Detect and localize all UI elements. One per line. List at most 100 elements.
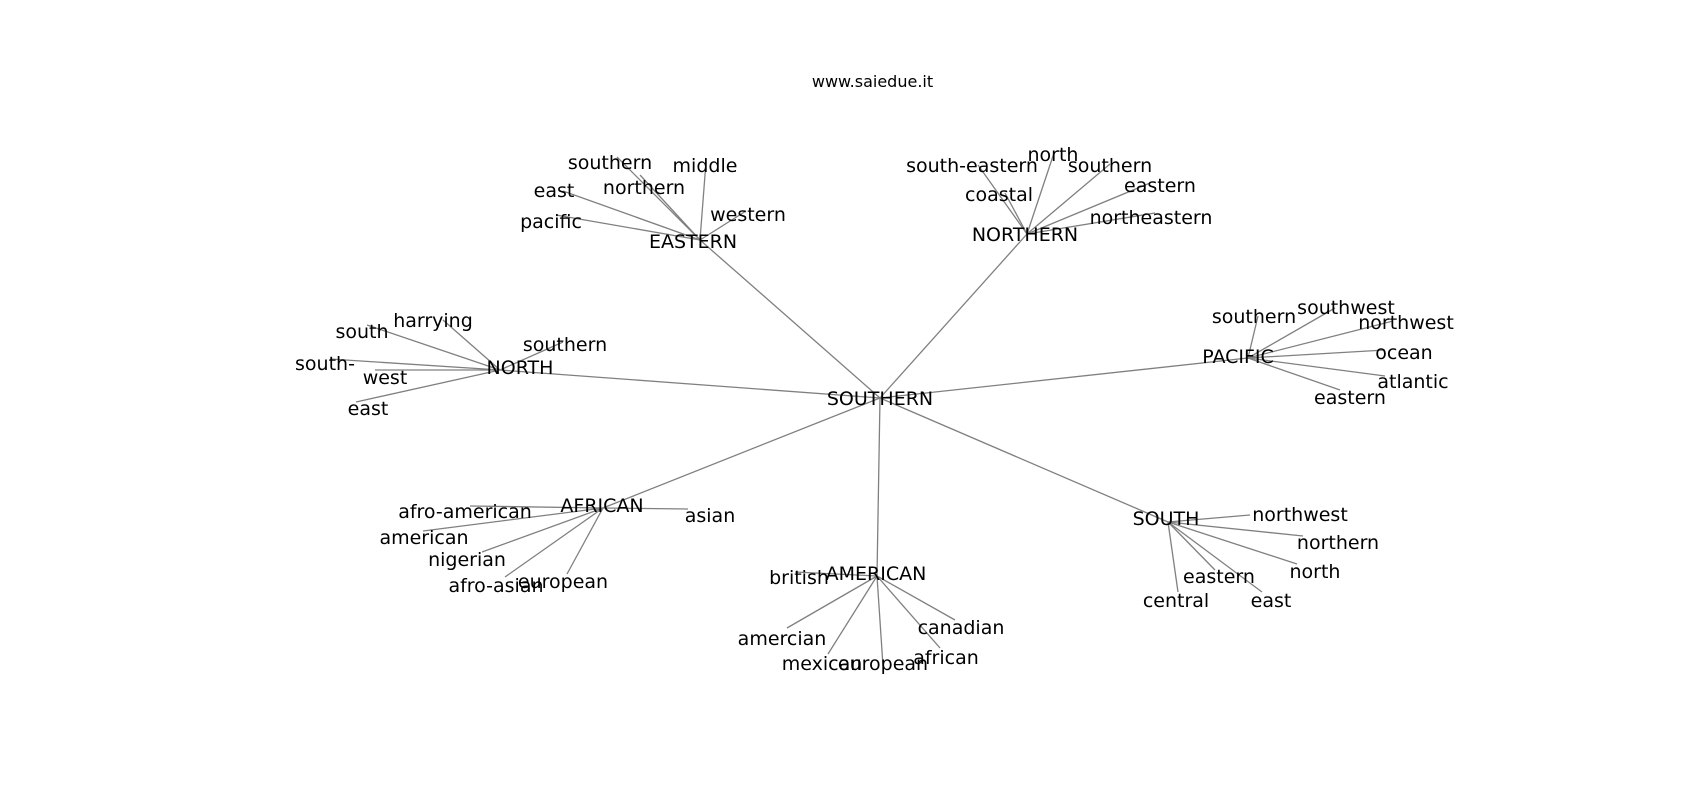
edge-pacific-eastern (1247, 357, 1341, 391)
leaf-node-south-north: north (1290, 561, 1341, 583)
edge-northern-north (1026, 152, 1055, 235)
leaf-node-african-afroamerican: afro-american (398, 501, 532, 523)
leaf-node-south-northern: northern (1297, 532, 1379, 554)
hub-node-south: SOUTH (1133, 508, 1200, 530)
leaf-node-pacific-ocean: ocean (1375, 342, 1432, 364)
leaf-node-african-european: european (518, 571, 608, 593)
edge-eastern-middle (699, 161, 707, 241)
leaf-node-african-afroasian: afro-asian (448, 575, 543, 597)
leaf-node-north-west: west (363, 367, 408, 389)
leaf-node-north-east: east (348, 398, 389, 420)
leaf-node-eastern-middle: middle (673, 155, 738, 177)
edge-eastern-northern (639, 174, 701, 241)
leaf-node-american-canadian: canadian (918, 617, 1005, 639)
edge-american-african (876, 575, 941, 649)
edge-northern-coastal (1004, 192, 1028, 235)
edge-root-north (499, 369, 881, 399)
edge-american-canadian (876, 575, 956, 621)
leaf-node-american-british: british (769, 567, 829, 589)
leaf-node-african-nigerian: nigerian (428, 549, 506, 571)
leaf-node-south-eastern: eastern (1183, 566, 1255, 588)
hub-node-eastern: EASTERN (649, 231, 737, 253)
leaf-node-northern-coastal: coastal (965, 184, 1033, 206)
edge-north-east (355, 369, 501, 403)
leaf-node-eastern-east: east (534, 180, 575, 202)
edge-root-pacific (879, 357, 1249, 399)
leaf-node-northern-north: north (1028, 144, 1079, 166)
edge-south-northwest (1167, 514, 1251, 523)
root-node-southern: SOUTHERN (827, 388, 933, 410)
labels-layer: southern middle east northern western pacific… (295, 144, 1454, 675)
leaf-node-pacific-northwest: northwest (1358, 312, 1454, 334)
edge-pacific-atlantic (1247, 357, 1386, 377)
hub-node-american: AMERICAN (826, 563, 927, 585)
edge-northern-northeastern (1026, 212, 1156, 235)
leaf-node-north-harrying: harrying (393, 310, 473, 332)
leaf-node-north-south: south- (295, 353, 355, 375)
leaf-node-south-central: central (1143, 590, 1209, 612)
edge-american-amercian (786, 575, 878, 629)
edge-root-eastern (699, 239, 881, 399)
leaf-node-pacific-eastern: eastern (1314, 387, 1386, 409)
edge-root-south (879, 397, 1169, 523)
edge-american-british (794, 571, 878, 577)
edge-eastern-east (562, 190, 701, 241)
edge-south-north (1167, 521, 1298, 565)
edge-eastern-pacific (555, 214, 701, 241)
edge-african-american (422, 507, 604, 532)
leaf-node-south-northwest: northwest (1252, 504, 1348, 526)
leaf-node-eastern-pacific: pacific (520, 211, 582, 233)
edge-south-eastern (1167, 521, 1216, 571)
hub-node-pacific: PACIFIC (1202, 346, 1274, 368)
hub-node-north: NORTH (487, 357, 554, 379)
edge-pacific-southern (1247, 315, 1259, 359)
leaf-node-eastern-western: western (710, 204, 786, 226)
leaf-node-pacific-atlantic: atlantic (1377, 371, 1448, 393)
leaf-node-northern-southern: southern (1068, 155, 1152, 177)
leaf-node-american-african: african (913, 647, 979, 669)
leaf-node-northern-southeastern: south-eastern (906, 155, 1038, 177)
edge-north-southern (499, 341, 564, 371)
edge-north-harrying (442, 319, 501, 371)
hub-node-african: AFRICAN (560, 495, 643, 517)
leaf-node-african-american: american (379, 527, 468, 549)
edge-eastern-southern (616, 156, 701, 241)
edge-south-east (1167, 521, 1263, 593)
edge-eastern-western (699, 210, 747, 241)
edge-south-northern (1167, 521, 1304, 537)
edge-north-south (366, 324, 501, 371)
edge-south-central (1167, 521, 1179, 593)
leaf-node-northern-eastern: eastern (1124, 175, 1196, 197)
edge-north-south (329, 358, 501, 371)
edge-american-european (876, 575, 884, 667)
leaf-node-american-european: european (838, 653, 928, 675)
edge-northern-southern (1026, 163, 1111, 235)
edge-pacific-southwest (1247, 307, 1336, 359)
leaf-node-north-south: south (335, 321, 388, 343)
leaf-node-pacific-southern: southern (1212, 306, 1296, 328)
leaf-node-north-southern: southern (523, 334, 607, 356)
edge-pacific-ocean (1247, 349, 1386, 359)
edge-african-nigerian (481, 507, 604, 553)
edge-african-european (566, 507, 604, 575)
edge-root-african (602, 397, 881, 509)
edge-african-afroasian (504, 507, 604, 578)
leaf-node-african-asian: asian (685, 505, 736, 527)
edge-root-american (876, 397, 881, 577)
edges-layer (329, 152, 1394, 667)
leaf-node-eastern-southern: southern (568, 152, 652, 174)
leaf-node-american-mexican: mexican (782, 653, 863, 675)
leaf-node-northern-northeastern: northeastern (1090, 207, 1213, 229)
edge-northern-eastern (1026, 182, 1151, 235)
leaf-node-pacific-southwest: southwest (1297, 297, 1395, 319)
watermark-title: www.saiedue.it (811, 72, 934, 91)
edge-root-northern (879, 233, 1028, 399)
hub-node-northern: NORTHERN (972, 224, 1078, 246)
leaf-node-eastern-northern: northern (603, 177, 685, 199)
edge-american-mexican (827, 575, 878, 655)
edge-northern-southeastern (977, 164, 1028, 235)
leaf-node-south-east: east (1251, 590, 1292, 612)
edge-african-asian (602, 507, 689, 510)
edge-pacific-northwest (1247, 320, 1394, 359)
